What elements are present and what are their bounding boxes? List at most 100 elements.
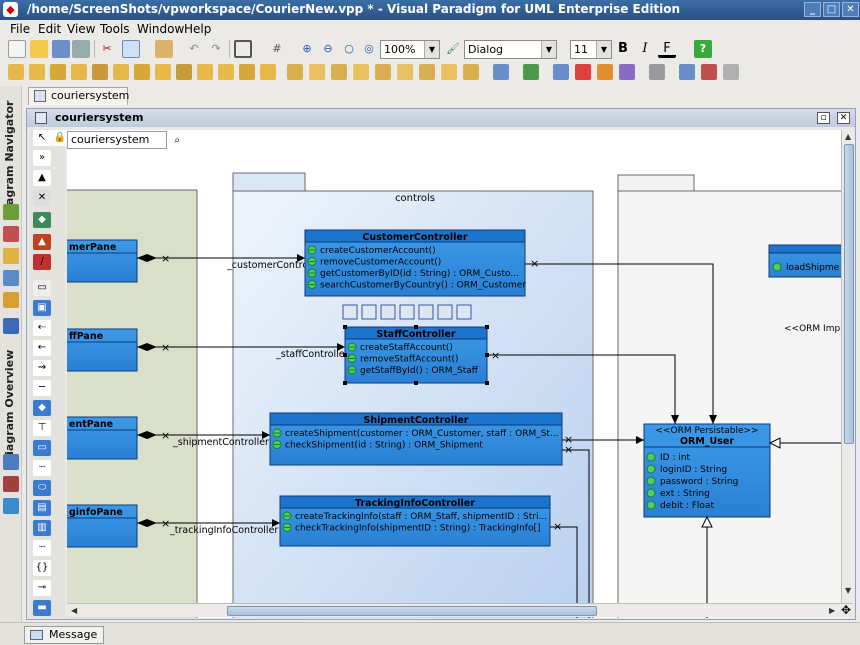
- dependency-icon[interactable]: ⇝: [33, 360, 51, 376]
- diagram-type-icon[interactable]: [239, 64, 255, 80]
- component-icon[interactable]: ▤: [33, 500, 51, 516]
- model-element-icon[interactable]: [397, 64, 413, 80]
- anchor-icon[interactable]: ┈: [33, 540, 51, 556]
- scroll-down-icon[interactable]: ▼: [845, 586, 852, 595]
- arrange-icon[interactable]: [553, 64, 569, 80]
- overview-icon[interactable]: [3, 454, 19, 470]
- cut-icon[interactable]: ✂: [102, 42, 112, 55]
- package-icon[interactable]: ⊤: [33, 420, 51, 436]
- print-icon[interactable]: [72, 40, 90, 58]
- enum-icon[interactable]: ▭: [33, 440, 51, 456]
- note-icon[interactable]: ▭: [33, 280, 51, 296]
- node-icon[interactable]: ▥: [33, 520, 51, 536]
- menu-help[interactable]: Help: [184, 22, 212, 36]
- diagram-overview-tab[interactable]: Diagram Overview: [3, 349, 16, 464]
- class-icon[interactable]: ▣: [33, 300, 51, 316]
- model-element-icon[interactable]: [441, 64, 457, 80]
- scroll-up-icon[interactable]: ▲: [33, 170, 51, 186]
- record-icon[interactable]: [649, 64, 665, 80]
- diagram-type-icon[interactable]: [71, 64, 87, 80]
- diagram-type-icon[interactable]: [155, 64, 171, 80]
- chevron-down-icon[interactable]: ▼: [424, 41, 439, 58]
- diagram-breadcrumb[interactable]: couriersystem ⌕: [67, 131, 180, 149]
- pen-icon[interactable]: /: [33, 254, 51, 270]
- close-icon[interactable]: ✕: [837, 112, 850, 124]
- menu-tools[interactable]: Tools: [100, 22, 130, 36]
- report-icon[interactable]: [493, 64, 509, 80]
- new-file-icon[interactable]: [8, 40, 26, 58]
- model-element-icon[interactable]: [287, 64, 303, 80]
- diagram-type-icon[interactable]: [29, 64, 45, 80]
- model-element-icon[interactable]: [375, 64, 391, 80]
- diagram-type-icon[interactable]: [176, 64, 192, 80]
- italic-icon[interactable]: I: [642, 41, 648, 56]
- restore-icon[interactable]: ▫: [817, 112, 830, 124]
- diagram-type-icon[interactable]: [197, 64, 213, 80]
- folder-icon[interactable]: ▬: [33, 600, 51, 616]
- font-family-select[interactable]: Dialog▼: [464, 40, 557, 59]
- scroll-left-icon[interactable]: ◀: [71, 606, 78, 615]
- requirement-icon[interactable]: ⊸: [33, 580, 51, 596]
- menu-edit[interactable]: Edit: [38, 22, 62, 36]
- vertical-scrollbar[interactable]: ▲ ▼: [841, 130, 855, 603]
- open-folder-icon[interactable]: [30, 40, 48, 58]
- property-icon[interactable]: [3, 270, 19, 286]
- pan-icon[interactable]: ✥: [841, 603, 852, 617]
- zoom-actual-icon[interactable]: ◎: [364, 42, 374, 55]
- navigate-icon[interactable]: [619, 64, 635, 80]
- class-repo-icon[interactable]: [3, 226, 19, 242]
- search-icon[interactable]: ⌕: [174, 135, 180, 146]
- maximize-button[interactable]: □: [823, 2, 840, 17]
- check-icon[interactable]: [701, 64, 717, 80]
- team-icon[interactable]: [523, 64, 539, 80]
- model-element-icon[interactable]: [309, 64, 325, 80]
- grid-icon[interactable]: #: [272, 42, 282, 55]
- format-painter-icon[interactable]: 🖌: [446, 42, 460, 55]
- model-element-icon[interactable]: [331, 64, 347, 80]
- scroll-up-icon[interactable]: ▲: [845, 132, 852, 141]
- diagram-navigator-tab[interactable]: Diagram Navigator: [3, 100, 16, 218]
- paste-icon[interactable]: [155, 40, 173, 58]
- interface-icon[interactable]: ◆: [33, 400, 51, 416]
- redo-icon[interactable]: ↷: [211, 42, 221, 55]
- tools-icon[interactable]: ✕: [33, 190, 51, 206]
- horizontal-scroll-thumb[interactable]: [227, 606, 597, 616]
- association-icon[interactable]: ←: [33, 340, 51, 356]
- save-icon[interactable]: [52, 40, 70, 58]
- diagram-type-icon[interactable]: [134, 64, 150, 80]
- zoom-select[interactable]: 100%▼: [380, 40, 440, 59]
- model-element-icon[interactable]: [463, 64, 479, 80]
- diagram-type-icon[interactable]: [260, 64, 276, 80]
- model-element-icon[interactable]: [419, 64, 435, 80]
- generalization-icon[interactable]: ⇠: [33, 320, 51, 336]
- font-color-icon[interactable]: F: [658, 40, 676, 58]
- diagram-type-icon[interactable]: [50, 64, 66, 80]
- menu-view[interactable]: View: [67, 22, 96, 36]
- zoom-in-icon[interactable]: ⊕: [302, 42, 312, 55]
- font-size-select[interactable]: 11▼: [570, 40, 612, 59]
- close-button[interactable]: ✕: [842, 2, 859, 17]
- dashed-link-icon[interactable]: ┈: [33, 460, 51, 476]
- logical-view-icon[interactable]: [3, 248, 19, 264]
- help-icon[interactable]: ?: [694, 40, 712, 58]
- edit-icon[interactable]: [679, 64, 695, 80]
- collaboration-icon[interactable]: ⬭: [33, 480, 51, 496]
- tab-couriersystem[interactable]: couriersystem: [28, 87, 129, 105]
- documentation-icon[interactable]: [3, 476, 19, 492]
- eraser-icon[interactable]: ◆: [33, 212, 51, 228]
- constraint-icon[interactable]: {}: [33, 560, 51, 576]
- sync-icon[interactable]: [597, 64, 613, 80]
- resource-icon[interactable]: [3, 318, 19, 334]
- copy-icon[interactable]: [122, 40, 140, 58]
- zoom-fit-icon[interactable]: ○: [344, 42, 354, 55]
- bold-icon[interactable]: B: [618, 41, 628, 56]
- diagram-type-icon[interactable]: [113, 64, 129, 80]
- diagram-type-icon[interactable]: [92, 64, 108, 80]
- color-icon[interactable]: [575, 64, 591, 80]
- undo-icon[interactable]: ↶: [189, 42, 199, 55]
- zoom-out-icon[interactable]: ⊖: [323, 42, 333, 55]
- menu-file[interactable]: File: [10, 22, 31, 36]
- diagram-type-icon[interactable]: [8, 64, 24, 80]
- diagram-list-icon[interactable]: [3, 292, 19, 308]
